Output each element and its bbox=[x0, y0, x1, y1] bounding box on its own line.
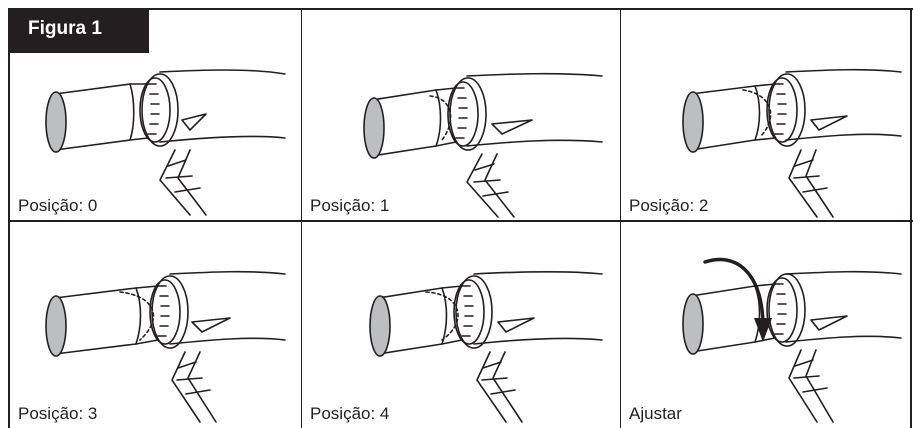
grid-top-border bbox=[8, 8, 913, 10]
figure-grid bbox=[8, 8, 913, 428]
grid-divider-2 bbox=[620, 8, 621, 428]
panel-caption: Posição: 0 bbox=[18, 196, 98, 215]
dust-nozzle-illustration-position-1 bbox=[363, 72, 603, 218]
panel-position-3: Posição: 3 bbox=[10, 222, 301, 428]
figure-title: Figura 1 bbox=[8, 8, 149, 53]
panel-position-2: Posição: 2 bbox=[621, 10, 910, 220]
dust-nozzle-illustration-position-3 bbox=[45, 270, 286, 423]
panel-caption: Posição: 2 bbox=[629, 196, 709, 215]
dust-nozzle-illustration-position-0 bbox=[45, 69, 286, 216]
grid-middle-divider bbox=[8, 220, 913, 222]
figure-1: Figura 1 bbox=[8, 8, 913, 428]
panel-caption: Ajustar bbox=[629, 404, 682, 423]
panel-adjust: Ajustar bbox=[621, 222, 910, 428]
panel-caption: Posição: 4 bbox=[310, 404, 390, 423]
rotate-arrow-icon bbox=[703, 257, 772, 342]
dust-nozzle-illustration-adjust bbox=[682, 257, 902, 423]
dust-nozzle-illustration-position-4 bbox=[369, 270, 603, 423]
grid-left-border bbox=[8, 8, 10, 428]
dust-nozzle-illustration-position-2 bbox=[682, 68, 902, 218]
panel-position-4: Posição: 4 bbox=[302, 222, 620, 428]
panel-position-1: Posição: 1 bbox=[302, 10, 620, 220]
grid-right-border bbox=[910, 8, 912, 428]
panel-caption: Posição: 3 bbox=[18, 404, 98, 423]
panel-caption: Posição: 1 bbox=[310, 196, 390, 215]
panel-position-0: Posição: 0 bbox=[10, 10, 301, 220]
grid-divider-1 bbox=[301, 8, 302, 428]
